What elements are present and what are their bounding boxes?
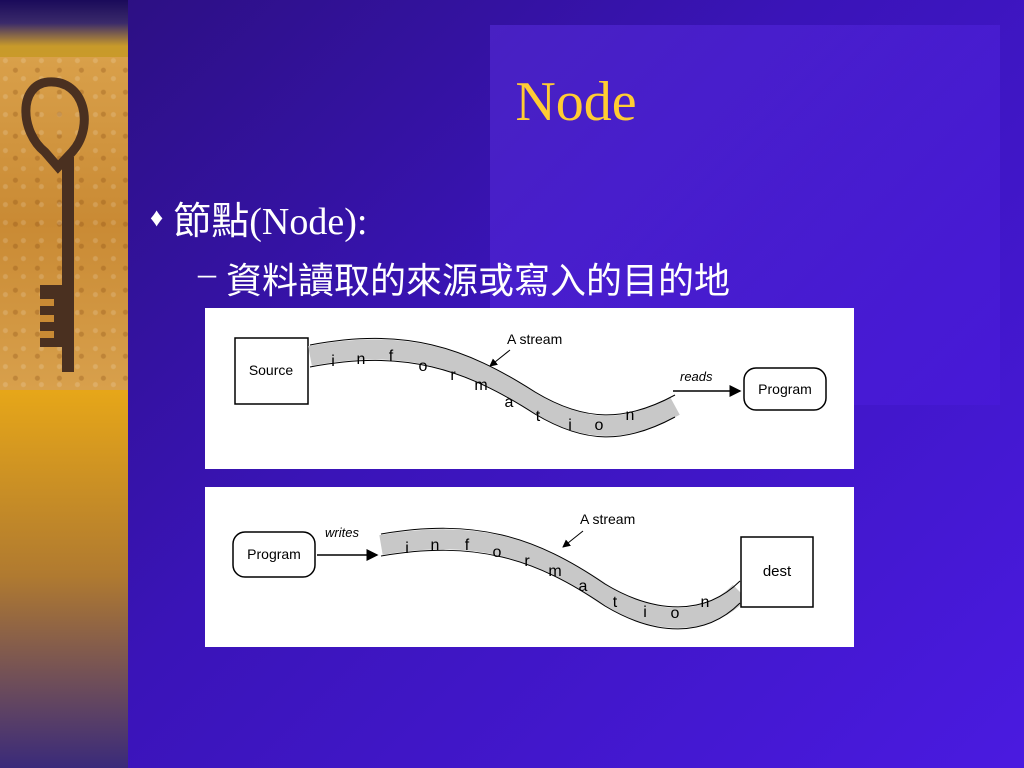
stream-letter: t xyxy=(536,408,541,425)
stream-letter: o xyxy=(671,605,680,622)
stream-letter: r xyxy=(450,367,456,384)
subbullet-description: – 資料讀取的來源或寫入的目的地 xyxy=(198,252,730,304)
program-label: Program xyxy=(247,546,301,562)
stream-band xyxy=(379,529,748,628)
bullet-text: 節點(Node): xyxy=(173,201,368,243)
dash-bullet-icon: – xyxy=(198,253,216,293)
slide-title: Node xyxy=(515,71,637,133)
reads-label: reads xyxy=(680,369,713,384)
source-label: Source xyxy=(249,362,294,378)
stream-letter: o xyxy=(595,417,604,434)
stream-letter: f xyxy=(389,348,394,365)
stream-letters: i n f o r m a t i o n xyxy=(405,537,709,622)
stream-letter: o xyxy=(419,358,428,375)
source-box xyxy=(234,337,309,405)
stream-letter: f xyxy=(465,537,470,554)
stream-letter: a xyxy=(505,394,514,411)
stream-label: A stream xyxy=(507,331,562,347)
program-box xyxy=(232,531,316,578)
dest-label: dest xyxy=(763,563,792,580)
stream-letter: n xyxy=(431,537,440,554)
stream-letter: n xyxy=(357,351,366,368)
stream-letter: t xyxy=(613,594,618,611)
stream-band xyxy=(308,339,680,436)
dest-box xyxy=(740,536,814,608)
stream-letter: i xyxy=(643,604,647,621)
bullet-node: ♦ 節點(Node): xyxy=(150,190,367,245)
read-stream-diagram: Source i n f o r m a t i o n A stream reads Progra… xyxy=(205,308,854,469)
write-stream-diagram: Program writes i n f o r m a t i o n A stream dest xyxy=(205,487,854,647)
writes-label: writes xyxy=(325,525,359,540)
stream-label: A stream xyxy=(580,511,635,527)
stream-letter: n xyxy=(626,407,635,424)
stream-letter: i xyxy=(405,540,409,557)
program-label: Program xyxy=(758,381,812,397)
stream-letter: a xyxy=(579,578,588,595)
diamond-bullet-icon: ♦ xyxy=(150,202,164,232)
key-image xyxy=(0,57,128,390)
stream-letter: m xyxy=(474,377,487,394)
stream-letter: m xyxy=(548,563,561,580)
stream-letter: r xyxy=(524,553,530,570)
stream-letter: i xyxy=(568,417,572,434)
program-box xyxy=(743,367,827,411)
subbullet-text: 資料讀取的來源或寫入的目的地 xyxy=(226,261,731,301)
stream-letter: i xyxy=(331,353,335,370)
key-icon xyxy=(21,77,89,372)
stream-letter: n xyxy=(701,594,710,611)
stream-letters: i n f o r m a t i o n xyxy=(331,348,634,434)
stream-letter: o xyxy=(493,544,502,561)
